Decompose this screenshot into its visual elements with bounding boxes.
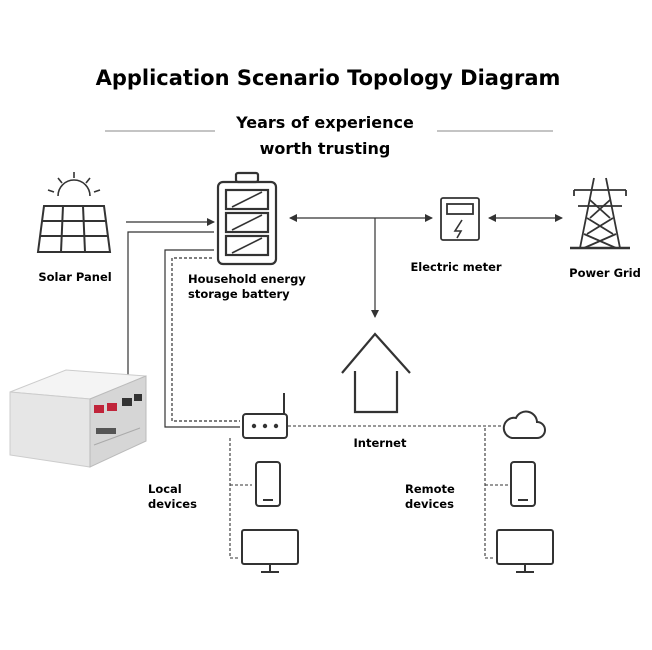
electric-meter-icon — [440, 197, 480, 241]
local-devices-label-line-2: devices — [148, 497, 197, 511]
subtitle-line-2: worth trusting — [260, 139, 391, 158]
electric-meter-label: Electric meter — [410, 260, 501, 274]
network-connectors — [229, 425, 508, 559]
local-devices-label-line-1: Local — [148, 482, 182, 496]
remote-devices-label-line-2: devices — [405, 497, 454, 511]
battery-cabinet-image — [9, 369, 147, 468]
subtitle-line-1: Years of experience — [235, 113, 414, 132]
battery-to-cabinet-arrow — [124, 231, 214, 390]
house-icon — [341, 332, 411, 414]
sun-icon — [47, 172, 101, 197]
solar-panel-label: Solar Panel — [38, 270, 111, 284]
diagram-title: Application Scenario Topology Diagram — [96, 66, 561, 90]
battery-label-line-1: Household energy — [188, 272, 306, 286]
cloud-icon — [502, 410, 546, 439]
remote-monitor-icon — [496, 529, 554, 573]
remote-devices-label-line-1: Remote — [405, 482, 455, 496]
battery-to-router-line — [164, 249, 240, 428]
local-smartphone-icon — [255, 461, 281, 507]
local-monitor-icon — [241, 529, 299, 573]
router-icon — [242, 393, 288, 439]
transmission-tower-icon — [570, 177, 630, 250]
battery-label-line-2: storage battery — [188, 287, 290, 301]
remote-smartphone-icon — [510, 461, 536, 507]
power-grid-label: Power Grid — [569, 266, 641, 280]
power-connectors — [124, 214, 563, 428]
battery-to-router-dashed-line — [171, 257, 240, 422]
local-branch — [229, 438, 240, 559]
battery-icon — [216, 171, 278, 266]
solar-panel-icon — [36, 205, 112, 253]
remote-branch — [484, 428, 495, 559]
internet-label: Internet — [354, 436, 407, 450]
